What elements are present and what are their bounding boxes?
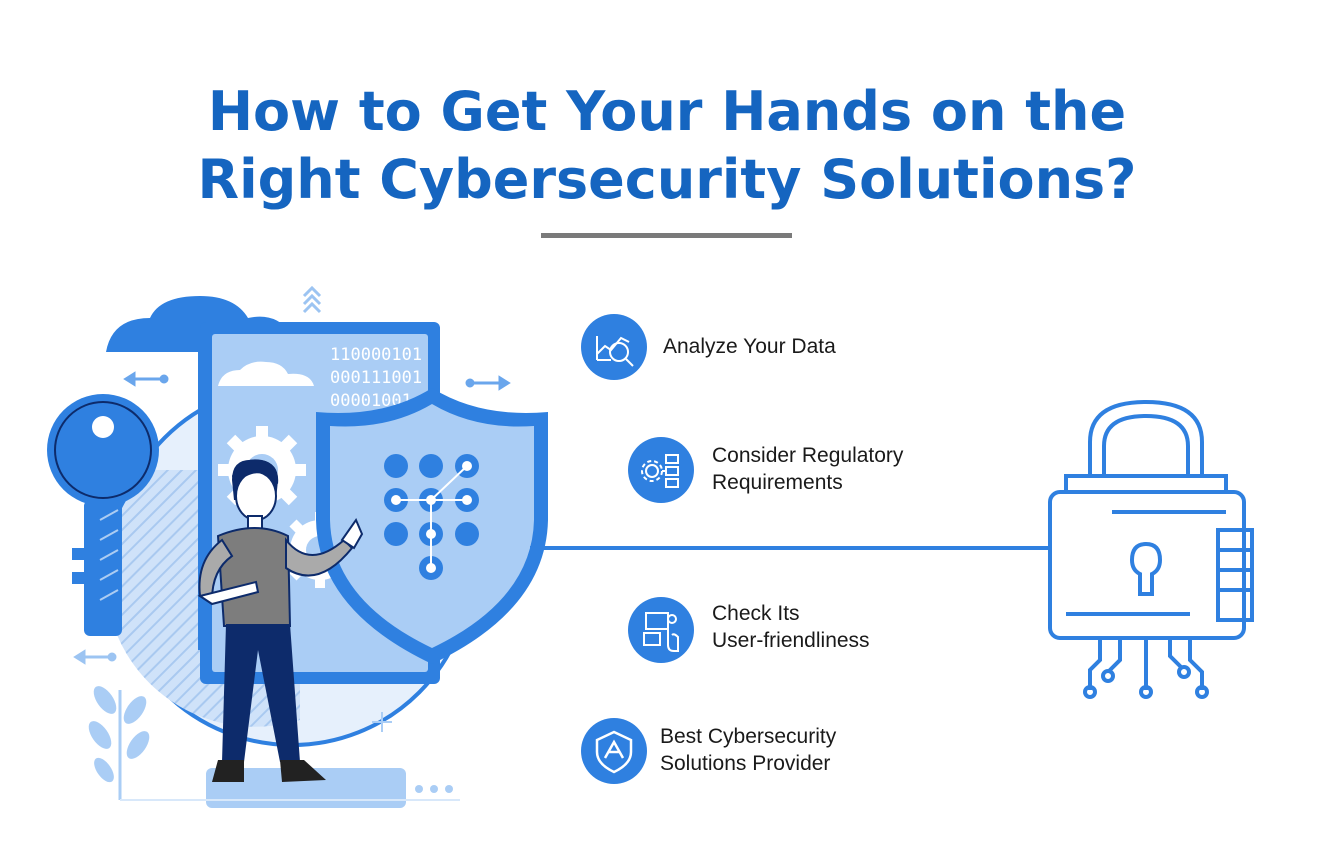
binary-row-1: 110000101 <box>330 345 422 365</box>
title-divider <box>541 233 792 238</box>
step-4-line-1: Best Cybersecurity <box>660 725 837 748</box>
step-3-line-2: User-friendliness <box>712 629 870 652</box>
step-2-line-2: Requirements <box>712 471 843 494</box>
security-shield-icon <box>595 730 633 774</box>
step-label-analyze-data: Analyze Your Data <box>663 333 836 360</box>
leaf-plant-icon <box>88 686 150 800</box>
arrow-left-icon <box>73 649 117 665</box>
platform <box>206 768 406 808</box>
page-title: How to Get Your Hands on the Right Cyber… <box>0 78 1334 214</box>
key-icon <box>47 394 159 636</box>
step-icon-user-friendliness <box>628 597 694 663</box>
padlock-icon <box>1048 399 1254 699</box>
arrow-left-right-icon <box>123 371 169 387</box>
page-title-line-1: How to Get Your Hands on the <box>207 80 1127 143</box>
user-friendly-touch-icon <box>643 612 679 652</box>
step-1-line-1: Analyze Your Data <box>663 335 836 358</box>
chevron-up-icon <box>302 285 322 314</box>
binary-row-2: 000111001 <box>330 368 422 388</box>
step-label-user-friendliness: Check Its User-friendliness <box>712 600 870 654</box>
step-icon-regulatory <box>628 437 694 503</box>
regulatory-gear-icon <box>641 454 679 488</box>
step-4-line-2: Solutions Provider <box>660 752 831 775</box>
page-title-line-2: Right Cybersecurity Solutions? <box>197 148 1137 211</box>
step-3-line-1: Check Its <box>712 602 800 625</box>
step-icon-analyze-data <box>581 314 647 380</box>
step-2-line-1: Consider Regulatory <box>712 444 904 467</box>
data-analysis-icon <box>596 336 634 367</box>
person-figure <box>197 459 364 782</box>
dots-decoration <box>415 785 453 793</box>
step-label-best-provider: Best Cybersecurity Solutions Provider <box>660 723 836 777</box>
arrow-right-icon <box>465 375 511 391</box>
pattern-lock-icon <box>384 454 479 580</box>
plus-icon <box>372 712 392 732</box>
step-icon-best-provider <box>581 718 647 784</box>
step-label-regulatory: Consider Regulatory Requirements <box>712 442 903 496</box>
